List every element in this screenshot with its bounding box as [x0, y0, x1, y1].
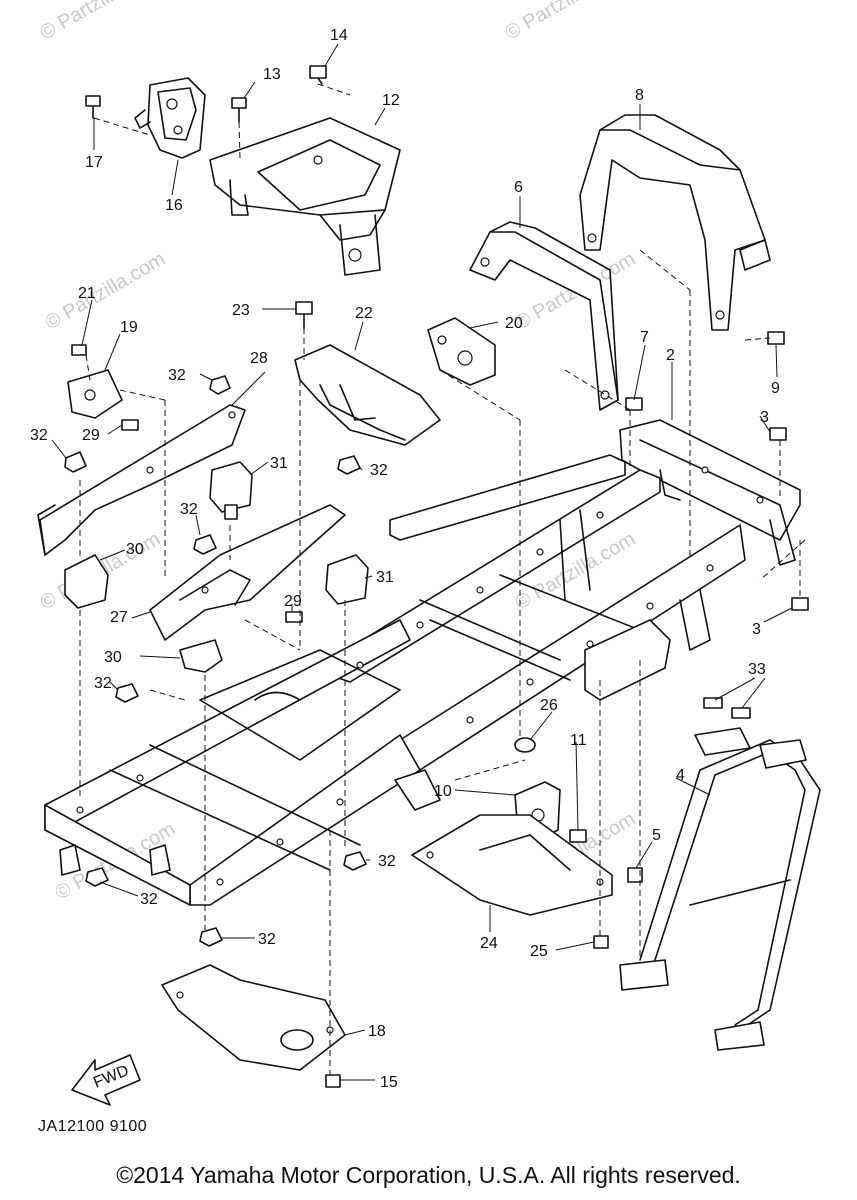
- watermark: © Partzilla.com: [502, 0, 630, 44]
- callout-25: 25: [530, 943, 548, 960]
- bolt-25: [593, 935, 609, 949]
- part-6-hoop: [469, 221, 619, 411]
- bolt-29b: [285, 611, 303, 623]
- bolt-29a: [121, 419, 139, 431]
- bolt-13: [231, 97, 247, 123]
- main-frame: [44, 454, 746, 906]
- callout-32: 32: [94, 675, 112, 692]
- part-16-bracket: [134, 77, 206, 159]
- part-12-bracket: [209, 117, 401, 276]
- callout-29: 29: [82, 427, 100, 444]
- part-22-plate: [294, 344, 441, 446]
- bolt-17: [85, 95, 101, 119]
- copyright-notice: ©2014 Yamaha Motor Corporation, U.S.A. A…: [116, 1162, 741, 1188]
- bolt-3b: [791, 597, 809, 611]
- part-19-bracket: [67, 369, 123, 419]
- callout-12: 12: [382, 92, 400, 109]
- callout-27: 27: [110, 609, 128, 626]
- callout-2: 2: [666, 347, 675, 364]
- callout-32: 32: [258, 931, 276, 948]
- callout-26: 26: [540, 697, 558, 714]
- leader-lines: [51, 43, 806, 1081]
- callout-31: 31: [376, 569, 394, 586]
- callout-33: 33: [748, 661, 766, 678]
- callout-8: 8: [635, 87, 644, 104]
- part-24-skid-plate: [411, 814, 613, 916]
- callout-9: 9: [771, 380, 780, 397]
- watermark: © Partzilla.com: [37, 0, 165, 44]
- grommet-26: [514, 737, 536, 753]
- parts-diagram: © Partzilla.com © Partzilla.com © Partzi…: [30, 0, 821, 1106]
- part-20-bracket: [427, 317, 496, 386]
- damper-30b: [179, 639, 223, 673]
- bolt-9: [767, 331, 785, 345]
- callout-7: 7: [640, 329, 649, 346]
- bolt-3a: [769, 427, 787, 441]
- callout-32: 32: [168, 367, 186, 384]
- callout-20: 20: [505, 315, 523, 332]
- callout-30: 30: [104, 649, 122, 666]
- callout-14: 14: [330, 27, 348, 44]
- part-18-skid-plate: [161, 964, 346, 1071]
- callout-5: 5: [652, 827, 661, 844]
- callout-labels: 14 13 12 17 16 8 6 21 19 23 22 20 9 7 2 …: [30, 27, 780, 1091]
- callout-32: 32: [140, 891, 158, 908]
- damper-31b: [325, 554, 369, 605]
- nuts-32: [64, 375, 367, 947]
- pads-33: [703, 697, 751, 719]
- callout-10: 10: [434, 783, 452, 800]
- callout-22: 22: [355, 305, 373, 322]
- callout-15: 15: [380, 1074, 398, 1091]
- callout-6: 6: [514, 179, 523, 196]
- part-2-crossmember: [619, 419, 801, 566]
- part-28-bracket: [37, 404, 246, 556]
- callout-32: 32: [180, 501, 198, 518]
- callout-11: 11: [570, 732, 587, 749]
- damper-31a: [209, 461, 253, 520]
- fwd-arrow-icon: FWD: [71, 1054, 141, 1106]
- callout-13: 13: [263, 66, 281, 83]
- callout-28: 28: [250, 350, 268, 367]
- bolt-11: [569, 829, 587, 843]
- callout-16: 16: [165, 197, 183, 214]
- callout-4: 4: [676, 767, 685, 784]
- callout-32: 32: [30, 427, 48, 444]
- callout-3: 3: [752, 621, 761, 638]
- callout-32: 32: [370, 462, 388, 479]
- callout-21: 21: [78, 285, 96, 302]
- bolt-21: [71, 344, 87, 356]
- callout-30: 30: [126, 541, 144, 558]
- bolt-15: [325, 1074, 341, 1088]
- damper-30a: [64, 554, 109, 609]
- reference-code: JA12100 9100: [38, 1118, 148, 1135]
- watermark: © Partzilla.com: [42, 248, 170, 334]
- callout-24: 24: [480, 935, 498, 952]
- callout-32: 32: [378, 853, 396, 870]
- bolt-5: [627, 867, 643, 883]
- callout-19: 19: [120, 319, 138, 336]
- callout-17: 17: [85, 154, 103, 171]
- callout-23: 23: [232, 302, 250, 319]
- bolt-23: [295, 301, 313, 329]
- callout-3: 3: [760, 409, 769, 426]
- callout-18: 18: [368, 1023, 386, 1040]
- part-8-hoop: [579, 114, 771, 331]
- callout-29: 29: [284, 593, 302, 610]
- bolt-14: [309, 65, 327, 85]
- callout-31: 31: [270, 455, 288, 472]
- part-27-bracket: [149, 504, 346, 641]
- part-4-roll-bar: [619, 727, 821, 1051]
